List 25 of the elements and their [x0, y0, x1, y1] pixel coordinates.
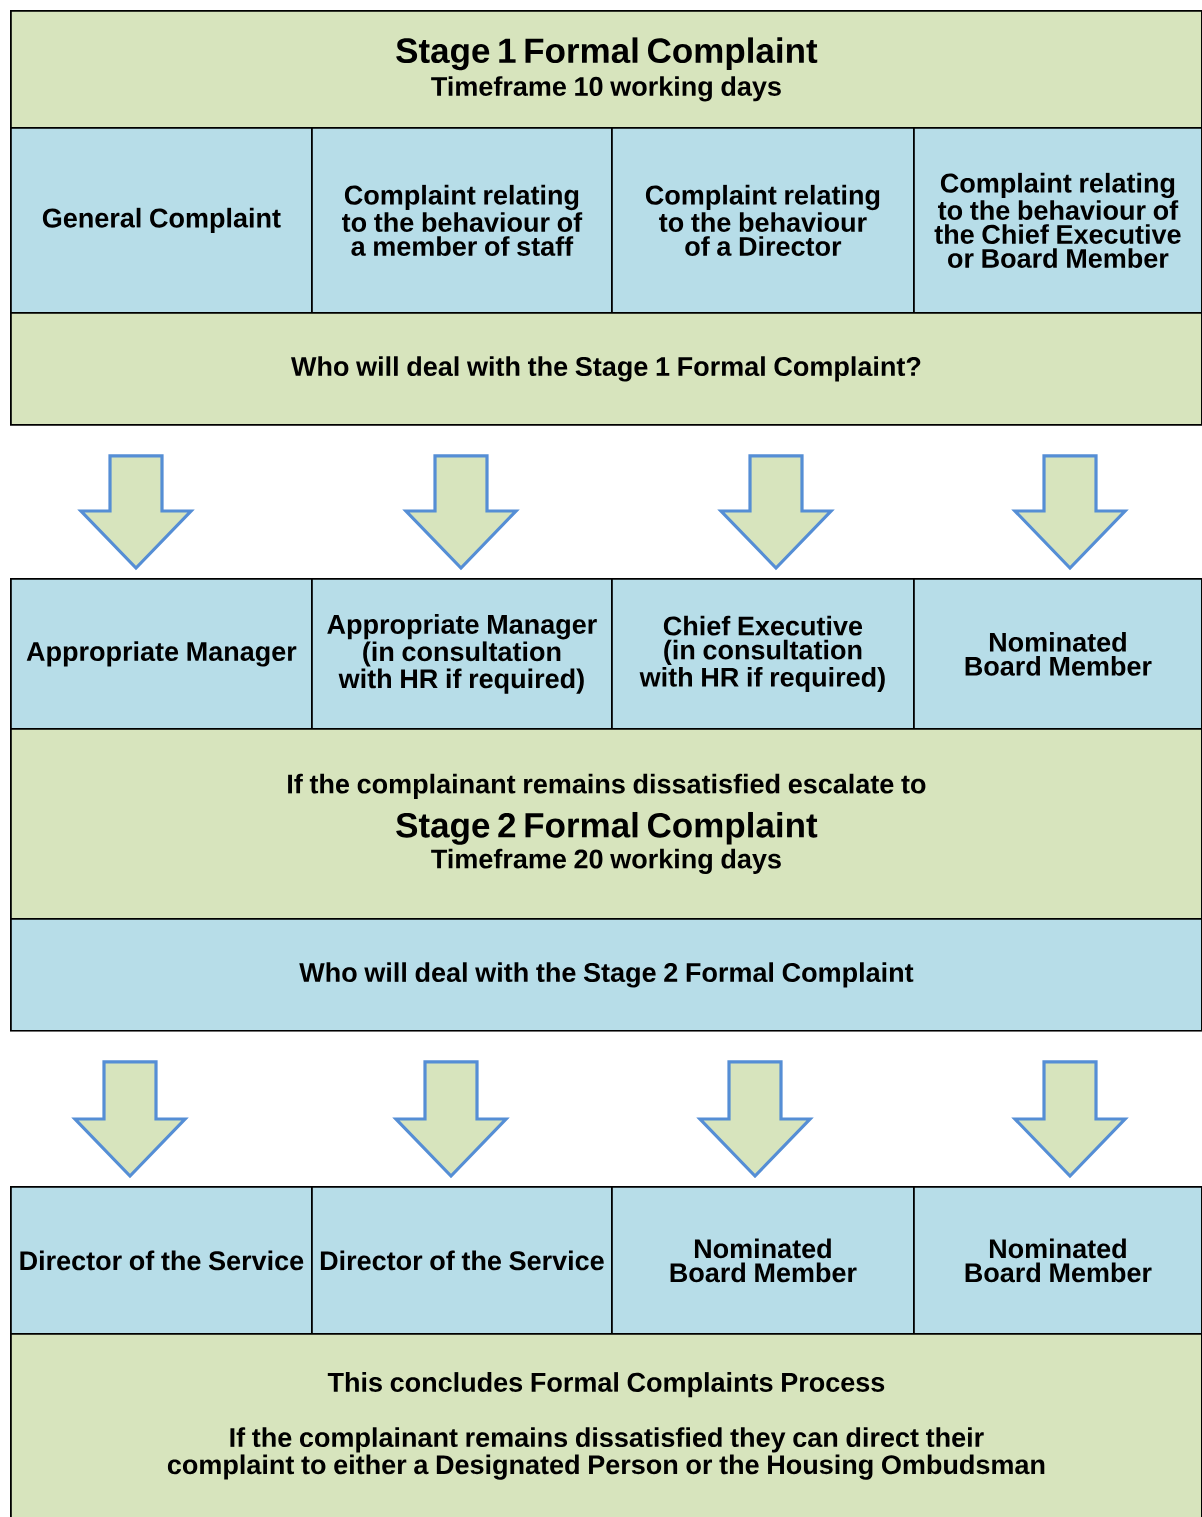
block-arrow — [1011, 454, 1129, 571]
block-arrow — [71, 1060, 189, 1179]
category-box: Complaint relating to the behaviour of a member of staff — [311, 127, 613, 314]
question-band: Who will deal with the Stage 2 Formal Complaint — [10, 918, 1202, 1032]
handler-box: Nominated Board Member — [611, 1186, 915, 1335]
handler-box: Director of the Service — [10, 1186, 313, 1335]
block-arrow — [717, 454, 835, 571]
block-arrow — [402, 454, 520, 571]
handler-box: Nominated Board Member — [913, 578, 1202, 730]
handler-box: Appropriate Manager — [10, 578, 313, 730]
block-arrow — [392, 1060, 510, 1179]
category-box: Complaint relating to the behaviour of the Chief Executive or Board Member — [913, 127, 1202, 314]
block-arrow — [77, 454, 195, 571]
handler-box: Director of the Service — [311, 1186, 613, 1335]
handler-box: Chief Executive (in consultation with HR if required) — [611, 578, 915, 730]
question-band: Who will deal with the Stage 1 Formal Complaint? — [10, 312, 1202, 426]
category-box: General Complaint — [10, 127, 313, 314]
block-arrow — [1011, 1060, 1129, 1179]
escalation-band: If the complainant remains dissatisfied escalate to Stage 2 Formal Complaint Timeframe 20 working days — [10, 728, 1202, 920]
handler-box: Appropriate Manager (in consultation with HR if required) — [311, 578, 613, 730]
category-box: Complaint relating to the behaviour of a Director — [611, 127, 915, 314]
handler-box: Nominated Board Member — [913, 1186, 1202, 1335]
header-band: Stage 1 Formal Complaint Timeframe 10 working days — [10, 10, 1202, 129]
conclusion-band: This concludes Formal Complaints Process If the complainant remains dissatisfied they can direct their complaint to either a Designated Person or the Housing Ombudsman — [10, 1333, 1202, 1517]
block-arrow — [696, 1060, 814, 1179]
